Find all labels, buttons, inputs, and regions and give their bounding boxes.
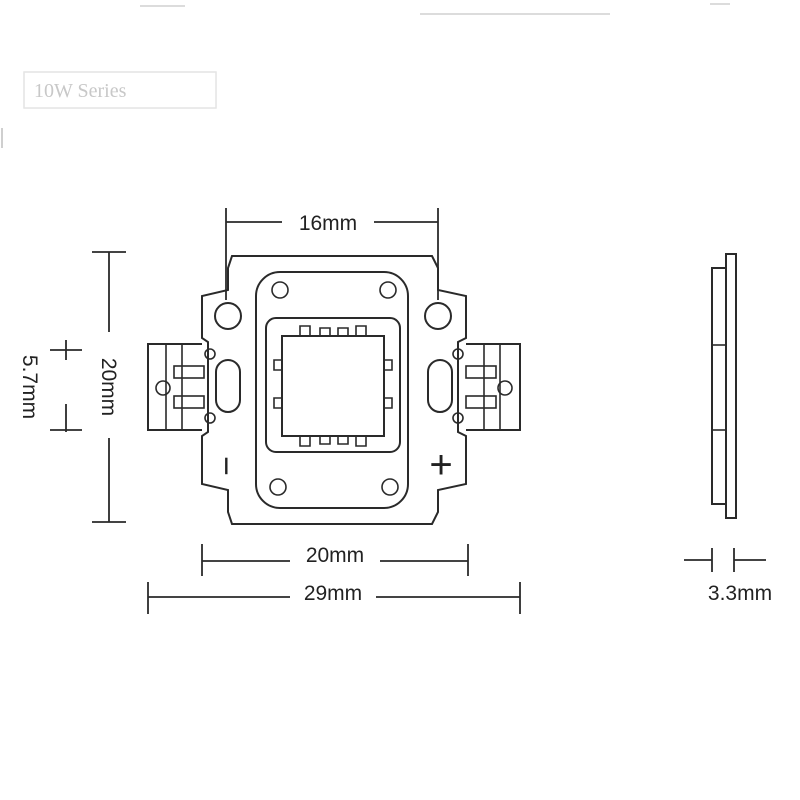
dim-body-width: 20mm [201, 544, 469, 576]
mount-hole-top-left [214, 302, 242, 330]
polarity-positive-mark: + [429, 443, 452, 487]
header-fragments [140, 3, 730, 15]
via-hole [269, 478, 287, 496]
via-hole [379, 281, 397, 299]
series-label: 10W Series [34, 80, 127, 102]
board-outline [201, 255, 467, 525]
dim-label-20mm-vertical: 20mm [97, 358, 120, 416]
via-hole [204, 412, 216, 424]
mount-hole-top-right [424, 302, 452, 330]
terminal-left [147, 343, 205, 431]
pad-slot-right [427, 359, 453, 413]
dim-label-20mm-horizontal: 20mm [306, 544, 364, 567]
polarity-negative-mark: − [207, 456, 245, 476]
via-hole [381, 478, 399, 496]
chip-side-view [711, 253, 737, 519]
pad-slot-left [215, 359, 241, 413]
led-die [281, 335, 385, 437]
via-hole [204, 348, 216, 360]
dim-label-29mm: 29mm [304, 582, 362, 605]
dim-label-3-3mm: 3.3mm [708, 582, 772, 605]
terminal-right [465, 343, 521, 431]
dim-label-5-7mm: 5.7mm [18, 355, 41, 419]
series-label-box: 10W Series [23, 71, 217, 109]
dim-terminal-height: 5.7mm [18, 340, 82, 432]
via-hole [452, 412, 464, 424]
dim-thickness: 3.3mm [684, 548, 772, 605]
inner-frame [255, 271, 409, 509]
dim-overall-width: 29mm [147, 582, 521, 614]
bond-tabs-sides [273, 359, 393, 409]
chip-front-view: − + [147, 255, 521, 525]
dim-label-16mm: 16mm [299, 212, 357, 235]
via-hole [271, 281, 289, 299]
via-hole [452, 348, 464, 360]
dim-body-height: 20mm [92, 251, 126, 523]
bond-tabs-bottom [299, 436, 367, 447]
die-frame [265, 317, 401, 453]
bond-tabs-top [299, 325, 367, 336]
dim-top-hole-spacing: 16mm [225, 208, 439, 300]
